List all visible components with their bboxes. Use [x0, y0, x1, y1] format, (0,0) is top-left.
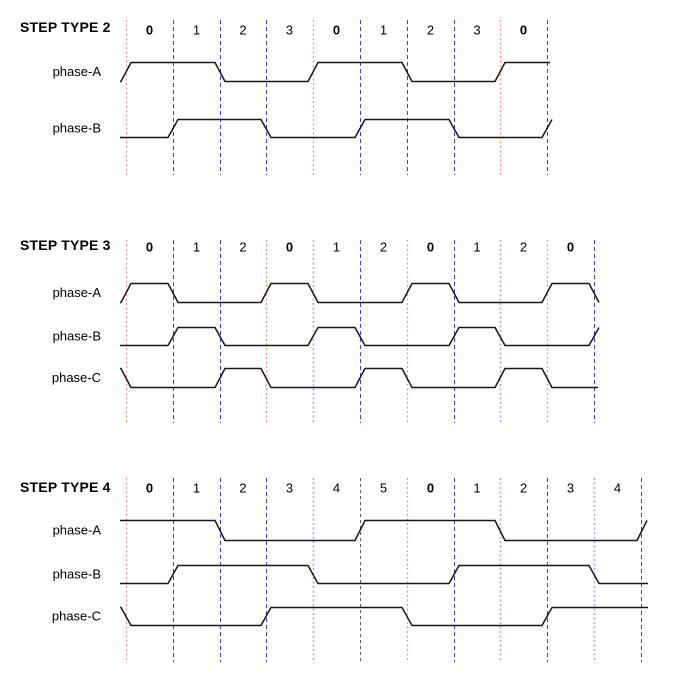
waveform-phase-A-section-1	[120, 282, 600, 304]
step-number-label: 3	[473, 23, 480, 38]
section-title-step-type-4: STEP TYPE 4	[20, 479, 111, 495]
phase-label-phase-C: phase-C	[52, 609, 101, 624]
step-number-label: 4	[614, 481, 621, 496]
waveform-phase-B-section-1	[120, 326, 600, 347]
phase-label-phase-A: phase-A	[53, 285, 102, 300]
phase-label-phase-A: phase-A	[53, 64, 102, 79]
step-number-label: 1	[193, 481, 200, 496]
step-number-label: 1	[333, 240, 340, 255]
waveform-phase-A-section-2	[120, 519, 648, 542]
step-number-label: 2	[427, 23, 434, 38]
waveform-phase-B-section-0	[120, 118, 553, 139]
waveform-phase-B-section-2	[120, 564, 648, 585]
step-number-label: 0	[427, 240, 434, 255]
step-number-label: 0	[146, 481, 153, 496]
step-number-label: 0	[520, 23, 527, 38]
step-number-label: 3	[286, 23, 293, 38]
step-number-label: 1	[193, 240, 200, 255]
waveform-phase-C-section-2	[120, 606, 648, 627]
step-number-label: 0	[146, 240, 153, 255]
step-number-label: 0	[146, 23, 153, 38]
step-number-label: 5	[380, 481, 387, 496]
phase-label-phase-B: phase-B	[53, 329, 101, 344]
step-number-label: 2	[239, 240, 246, 255]
phase-label-phase-B: phase-B	[53, 567, 101, 582]
step-number-label: 0	[427, 481, 434, 496]
step-number-label: 2	[239, 23, 246, 38]
phase-label-phase-A: phase-A	[53, 523, 102, 538]
phase-label-phase-C: phase-C	[52, 370, 101, 385]
section-title-step-type-2: STEP TYPE 2	[20, 19, 111, 35]
step-number-label: 4	[333, 481, 340, 496]
step-number-label: 0	[333, 23, 340, 38]
step-number-label: 2	[520, 481, 527, 496]
phase-label-phase-B: phase-B	[53, 121, 101, 136]
step-number-label: 1	[380, 23, 387, 38]
step-number-label: 1	[473, 481, 480, 496]
section-title-step-type-3: STEP TYPE 3	[20, 237, 111, 253]
step-number-label: 2	[520, 240, 527, 255]
step-number-label: 2	[380, 240, 387, 255]
step-number-label: 2	[239, 481, 246, 496]
step-number-label: 0	[286, 240, 293, 255]
step-number-label: 1	[193, 23, 200, 38]
step-number-label: 1	[473, 240, 480, 255]
waveform-phase-A-section-0	[120, 61, 550, 83]
step-number-label: 3	[286, 481, 293, 496]
waveform-phase-C-section-1	[120, 367, 598, 389]
step-number-label: 3	[567, 481, 574, 496]
step-number-label: 0	[567, 240, 574, 255]
